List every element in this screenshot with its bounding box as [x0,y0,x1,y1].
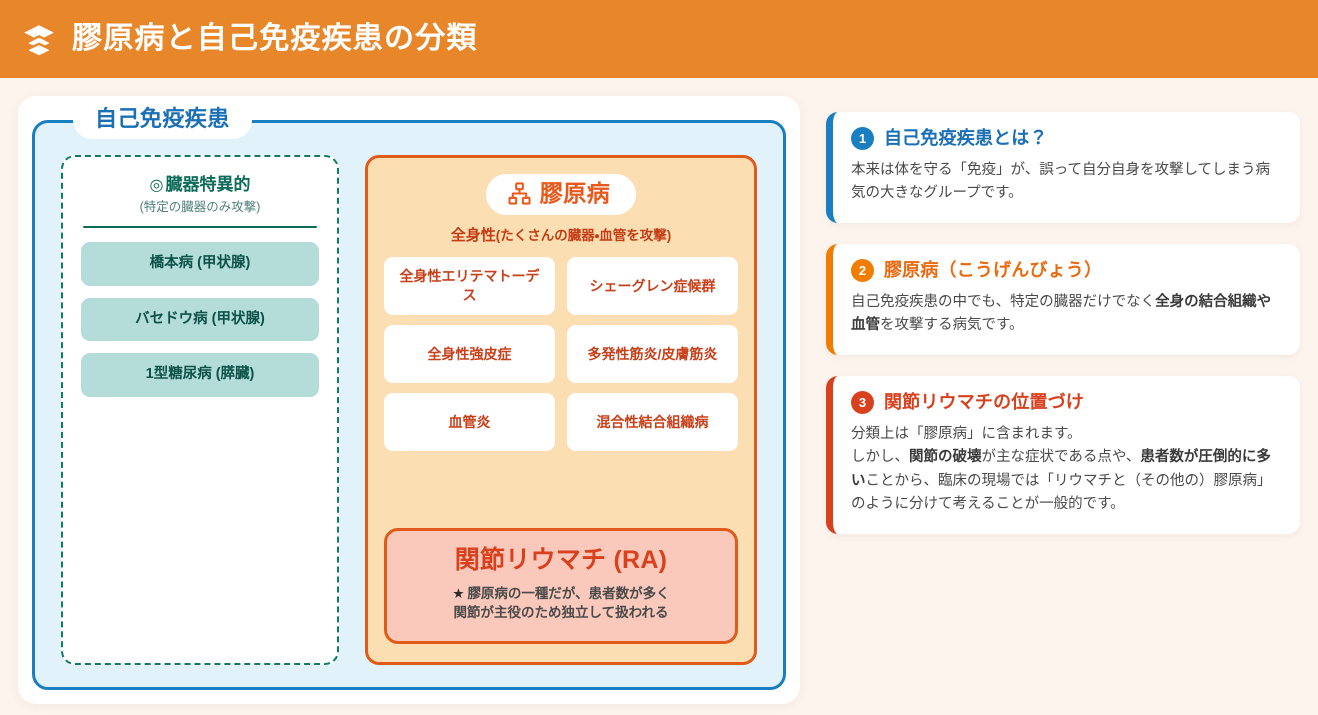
star-icon: ★ [452,585,465,601]
organ-disease-chip: 橋本病 (甲状腺) [81,242,319,286]
disease-card: 混合性結合組織病 [567,393,738,452]
page-body: 自己免疫疾患 ◎臓器特異的 (特定の臓器のみ攻撃) 橋本病 (甲状腺) バセドウ… [0,78,1318,715]
disease-card: 多発性筋炎/皮膚筋炎 [567,325,738,384]
collagen-disease-group: 膠原病 全身性(たくさんの臓器・血管を攻撃) 全身性エリテマトーデス シェーグレ… [365,155,757,665]
organ-specific-heading: ◎臓器特異的 [81,175,319,195]
info-card-badge: 1 [851,127,874,150]
info-card-badge: 3 [851,390,874,414]
info-card-title: 膠原病（こうげんびょう） [884,259,1103,280]
collagen-subtitle: 全身性(たくさんの臓器・血管を攻撃) [384,226,738,245]
collagen-subtitle-paren: (たくさんの臓器・血管を攻撃) [495,228,672,243]
info-card-header: 2 膠原病（こうげんびょう） [851,258,1280,282]
autoimmune-panel: 自己免疫疾患 ◎臓器特異的 (特定の臓器のみ攻撃) 橋本病 (甲状腺) バセドウ… [32,101,786,690]
ra-title: 関節リウマチ (RA) [454,546,668,575]
autoimmune-panel-label: 自己免疫疾患 [73,101,252,139]
disease-card: 血管炎 [384,393,555,452]
layers-stack-icon [23,25,55,56]
organ-specific-subtitle: (特定の臓器のみ攻撃) [139,200,261,215]
panel-inner: ◎臓器特異的 (特定の臓器のみ攻撃) 橋本病 (甲状腺) バセドウ病 (甲状腺)… [35,123,783,687]
collagen-disease-label: 膠原病 [485,174,637,215]
info-card-badge: 2 [851,258,874,282]
collagen-subtitle-strong: 全身性 [450,227,496,244]
bullseye-icon: ◎ [149,177,164,194]
info-card-2: 2 膠原病（こうげんびょう） 自己免疫疾患の中でも、特定の臓器だけでなく全身の結… [826,243,1300,355]
organ-specific-divider [83,226,317,229]
info-card-3: 3 関節リウマチの位置づけ 分類上は「膠原病」に含まれます。しかし、関節の破壊が… [826,375,1300,534]
sitemap-icon [508,182,531,205]
ra-note: ★膠原病の一種だが、患者数が多く 関節が主役のため独立して扱われる [399,584,723,623]
info-card-1: 1 自己免疫疾患とは？ 本来は体を守る「免疫」が、誤って自分自身を攻撃してしまう… [826,112,1300,223]
organ-disease-chip: 1型糖尿病 (膵臓) [81,353,319,397]
rheumatoid-arthritis-box: 関節リウマチ (RA) ★膠原病の一種だが、患者数が多く 関節が主役のため独立し… [384,528,738,644]
info-card-header: 1 自己免疫疾患とは？ [851,127,1280,150]
info-card-body: 自己免疫疾患の中でも、特定の臓器だけでなく全身の結合組織や血管を攻撃する病気です… [851,293,1272,334]
collagen-disease-label-text: 膠原病 [539,180,611,206]
organ-disease-chip: バセドウ病 (甲状腺) [81,297,319,342]
info-card-body: 分類上は「膠原病」に含まれます。しかし、関節の破壊が主な症状である点や、患者数が… [851,425,1272,513]
ra-note-line2: 関節が主役のため独立して扱われる [453,605,669,621]
info-card-title: 自己免疫疾患とは？ [884,127,1048,148]
collagen-tag-wrap: 膠原病 [384,174,738,215]
info-card-body: 本来は体を守る「免疫」が、誤って自分自身を攻撃してしまう病気の大きなグループです… [851,162,1271,202]
info-card-header: 3 関節リウマチの位置づけ [851,390,1280,414]
disease-card: 全身性強皮症 [384,325,555,384]
page-title: 膠原病と自己免疫疾患の分類 [72,22,478,55]
organ-specific-heading-text: 臓器特異的 [165,175,251,194]
collagen-disease-grid: 全身性エリテマトーデス シェーグレン症候群 全身性強皮症 多発性筋炎/皮膚筋炎 … [384,257,738,452]
page-header: 膠原病と自己免疫疾患の分類 [0,0,1318,78]
disease-card: 全身性エリテマトーデス [384,257,555,316]
disease-card: シェーグレン症候群 [567,257,738,316]
ra-note-line1: 膠原病の一種だが、患者数が多く [467,585,670,601]
info-card-title: 関節リウマチの位置づけ [884,391,1084,412]
diagram-card: 自己免疫疾患 ◎臓器特異的 (特定の臓器のみ攻撃) 橋本病 (甲状腺) バセドウ… [18,96,800,704]
organ-specific-group: ◎臓器特異的 (特定の臓器のみ攻撃) 橋本病 (甲状腺) バセドウ病 (甲状腺)… [61,155,339,665]
info-card-list: 1 自己免疫疾患とは？ 本来は体を守る「免疫」が、誤って自分自身を攻撃してしまう… [826,96,1300,534]
